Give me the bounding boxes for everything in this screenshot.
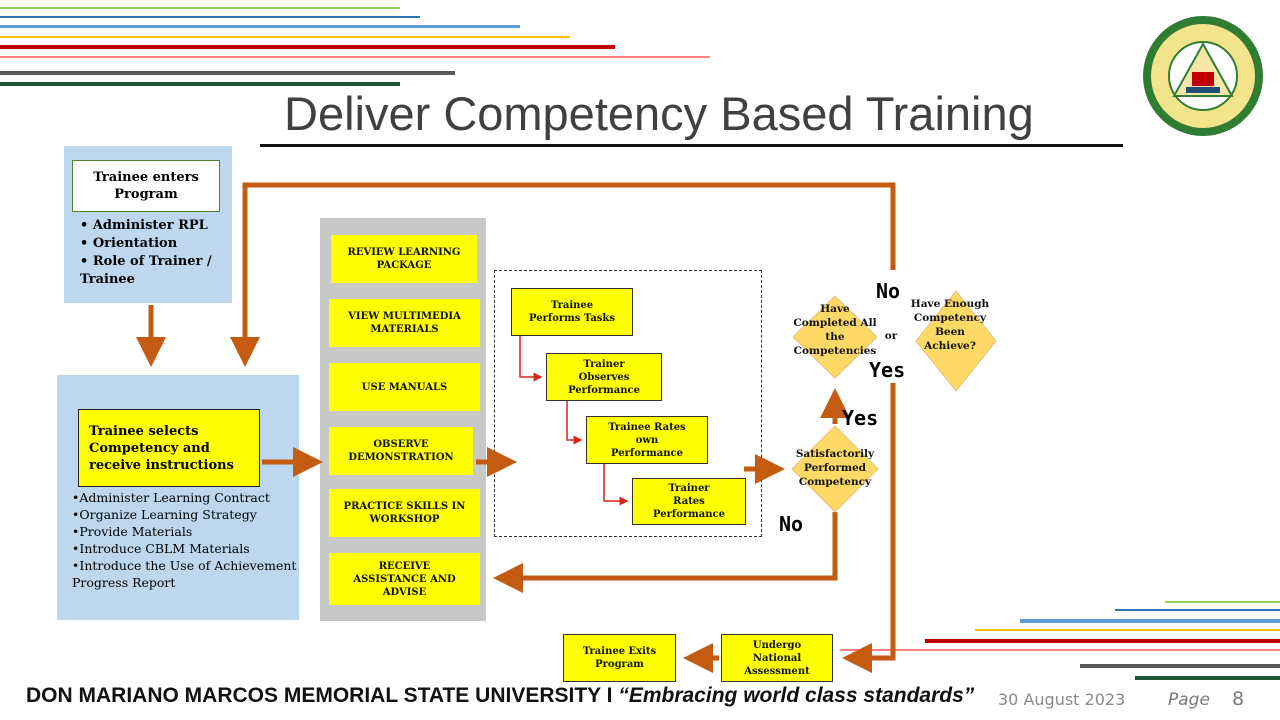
performance-panel bbox=[494, 270, 762, 537]
step-trainee-performs: Trainee Performs Tasks bbox=[511, 288, 633, 336]
bullet-item: •Introduce CBLM Materials bbox=[72, 541, 250, 556]
decision-enough-label: Have Enough Competency Been Achieve? bbox=[910, 298, 990, 352]
yes-label-mid: Yes bbox=[869, 358, 906, 382]
activity-review-learning-package: REVIEW LEARNING PACKAGE bbox=[331, 235, 477, 283]
footer-university: DON MARIANO MARCOS MEMORIAL STATE UNIVER… bbox=[26, 684, 975, 707]
trainee-selects-box: Trainee selects Competency and receive i… bbox=[78, 409, 260, 487]
step-trainer-rates: Trainer Rates Performance bbox=[632, 478, 746, 525]
page-title: Deliver Competency Based Training bbox=[284, 87, 1034, 140]
decision-completed-all-label: Have Completed All the Competencies bbox=[793, 303, 877, 357]
step-trainer-observes: Trainer Observes Performance bbox=[546, 353, 662, 401]
bullet-item: •Administer Learning Contract bbox=[72, 490, 270, 505]
activity-observe-demonstration: OBSERVE DEMONSTRATION bbox=[329, 427, 473, 475]
bullet-item: •Provide Materials bbox=[72, 524, 193, 539]
trainee-enters-box: Trainee enters Program bbox=[72, 160, 220, 212]
bullet-item: • Orientation bbox=[80, 236, 178, 251]
step-trainee-rates-own: Trainee Rates own Performance bbox=[586, 416, 708, 464]
bullet-item: • Role of Trainer / Trainee bbox=[80, 254, 212, 287]
footer-date: 30 August 2023 bbox=[998, 690, 1126, 709]
no-label-top: No bbox=[876, 279, 901, 303]
page-label: Page bbox=[1168, 690, 1210, 710]
activity-practice-skills: PRACTICE SKILLS IN WORKSHOP bbox=[329, 489, 480, 537]
trainee-exits-box: Trainee Exits Program bbox=[563, 634, 676, 682]
decision-completed-all bbox=[792, 295, 878, 379]
yes-label-low: Yes bbox=[842, 406, 879, 430]
or-label: or bbox=[884, 330, 898, 342]
rpl-bullet-list: • Administer RPL • Orientation • Role of… bbox=[80, 217, 230, 289]
decision-satisfactorily-label: Satisfactorily Performed Competency bbox=[795, 448, 875, 488]
bullet-item: • Administer RPL bbox=[80, 218, 208, 233]
university-seal-logo bbox=[1140, 14, 1266, 138]
title-underline bbox=[260, 144, 1123, 147]
national-assessment-box: Undergo National Assessment bbox=[721, 634, 833, 682]
activity-receive-assistance: RECEIVE ASSISTANCE AND ADVISE bbox=[329, 553, 480, 605]
no-label-low: No bbox=[779, 512, 804, 536]
learning-bullet-list: •Administer Learning Contract •Organize … bbox=[72, 489, 297, 591]
bullet-item: •Introduce the Use of Achievement Progre… bbox=[72, 558, 297, 590]
decision-satisfactorily bbox=[791, 425, 879, 513]
bullet-item: •Organize Learning Strategy bbox=[72, 507, 257, 522]
activity-view-multimedia: VIEW MULTIMEDIA MATERIALS bbox=[329, 299, 480, 347]
page-number: 8 bbox=[1232, 688, 1245, 710]
decision-enough-competency bbox=[915, 290, 997, 392]
activity-use-manuals: USE MANUALS bbox=[329, 363, 480, 411]
